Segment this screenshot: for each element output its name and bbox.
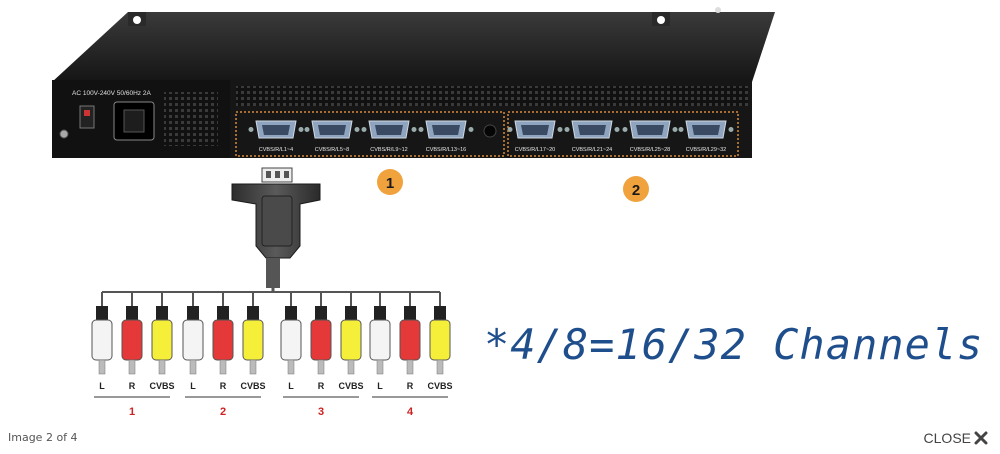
rca-set-number-1: 1 <box>129 406 135 418</box>
rca-plug-set3-l: L <box>280 292 302 391</box>
port-panel: CVBS/R/L1~4 CVBS/R/L5~8 CVBS/R/L9~12 CVBS/R… <box>248 120 734 153</box>
vga-port-group1-4-label: CVBS/R/L13~16 <box>426 147 467 153</box>
rca-plug-set4-cvbs: CVBS <box>427 292 453 391</box>
rca-connector-label: L <box>377 381 383 391</box>
rca-set-number-3: 3 <box>318 406 324 418</box>
rca-connector-label: L <box>288 381 294 391</box>
rca-plug-set1-cvbs: CVBS <box>149 292 175 391</box>
rca-connector-label: R <box>129 381 136 391</box>
vga-port-group1-1-label: CVBS/R/L1~4 <box>259 147 293 153</box>
power-rating-label: AC 100V-240V 50/60Hz 2A <box>72 90 151 97</box>
group-badge-1: 1 <box>377 169 403 195</box>
vga-port-group1-2-label: CVBS/R/L5~8 <box>315 147 349 153</box>
rca-plug-set4-r: R <box>399 292 421 391</box>
vga-port-group1-3-label: CVBS/R/L9~12 <box>370 147 407 153</box>
rca-plug-set1-l: L <box>91 292 113 391</box>
vga-port-group1-1: CVBS/R/L1~4 <box>248 120 304 153</box>
vga-port-group2-1-label: CVBS/R/L17~20 <box>515 147 556 153</box>
port-group-1-outline <box>235 111 505 157</box>
rca-plug-set3-cvbs: CVBS <box>338 292 364 391</box>
rca-plug-set2-cvbs: CVBS <box>240 292 266 391</box>
rca-connector-label: CVBS <box>149 381 174 391</box>
image-counter: Image 2 of 4 <box>8 431 78 444</box>
vga-port-group2-4: CVBS/R/L29~32 <box>678 120 734 153</box>
vga-port-group1-3: CVBS/R/L9~12 <box>361 120 417 153</box>
rca-plug-set3-r: R <box>310 292 332 391</box>
vga-port-group2-1: CVBS/R/L17~20 <box>507 120 563 153</box>
rca-connector-label: L <box>99 381 105 391</box>
port-panel-screw <box>483 124 497 138</box>
power-module: AC 100V-240V 50/60Hz 2A <box>59 90 218 146</box>
group-badge-1-label: 1 <box>386 175 394 192</box>
vga-port-group1-4: CVBS/R/L13~16 <box>418 120 474 153</box>
vga-port-group2-2-label: CVBS/R/L21~24 <box>572 147 613 153</box>
vga-port-group1-2: CVBS/R/L5~8 <box>304 120 360 153</box>
rca-plug-set2-l: L <box>182 292 204 391</box>
close-button[interactable]: CLOSE <box>924 430 988 446</box>
rca-set-number-4: 4 <box>407 406 414 418</box>
power-switch <box>79 105 95 129</box>
vga-port-group2-3-label: CVBS/R/L25~28 <box>630 147 671 153</box>
rca-connector-label: R <box>318 381 325 391</box>
channel-count-headline: *4/8=16/32 Channels <box>484 320 984 369</box>
vga-port-group2-2: CVBS/R/L21~24 <box>564 120 620 153</box>
vga-port-group2-3: CVBS/R/L25~28 <box>622 120 678 153</box>
ground-screw <box>59 129 69 139</box>
close-icon <box>974 431 988 445</box>
vga-plug <box>231 167 321 288</box>
rca-connector-label: CVBS <box>427 381 452 391</box>
rca-connector-label: CVBS <box>338 381 363 391</box>
rca-connector-label: R <box>220 381 227 391</box>
rca-connector-label: R <box>407 381 414 391</box>
close-label: CLOSE <box>923 430 971 446</box>
port-group-2-outline <box>507 111 739 157</box>
rca-plug-set4-l: L <box>369 292 391 391</box>
rca-connector-label: L <box>190 381 196 391</box>
rca-set-number-2: 2 <box>220 406 226 418</box>
group-badge-2-label: 2 <box>632 182 640 199</box>
rca-plug-set2-r: R <box>212 292 234 391</box>
rca-plug-set1-r: R <box>121 292 143 391</box>
rca-fanout: L R CVBS 1 L R CVBS 2 L R CVBS 3 L R CVBS 4 <box>91 291 453 418</box>
vga-port-group2-4-label: CVBS/R/L29~32 <box>686 147 727 153</box>
rca-connector-label: CVBS <box>240 381 265 391</box>
group-badge-2: 2 <box>623 176 649 202</box>
